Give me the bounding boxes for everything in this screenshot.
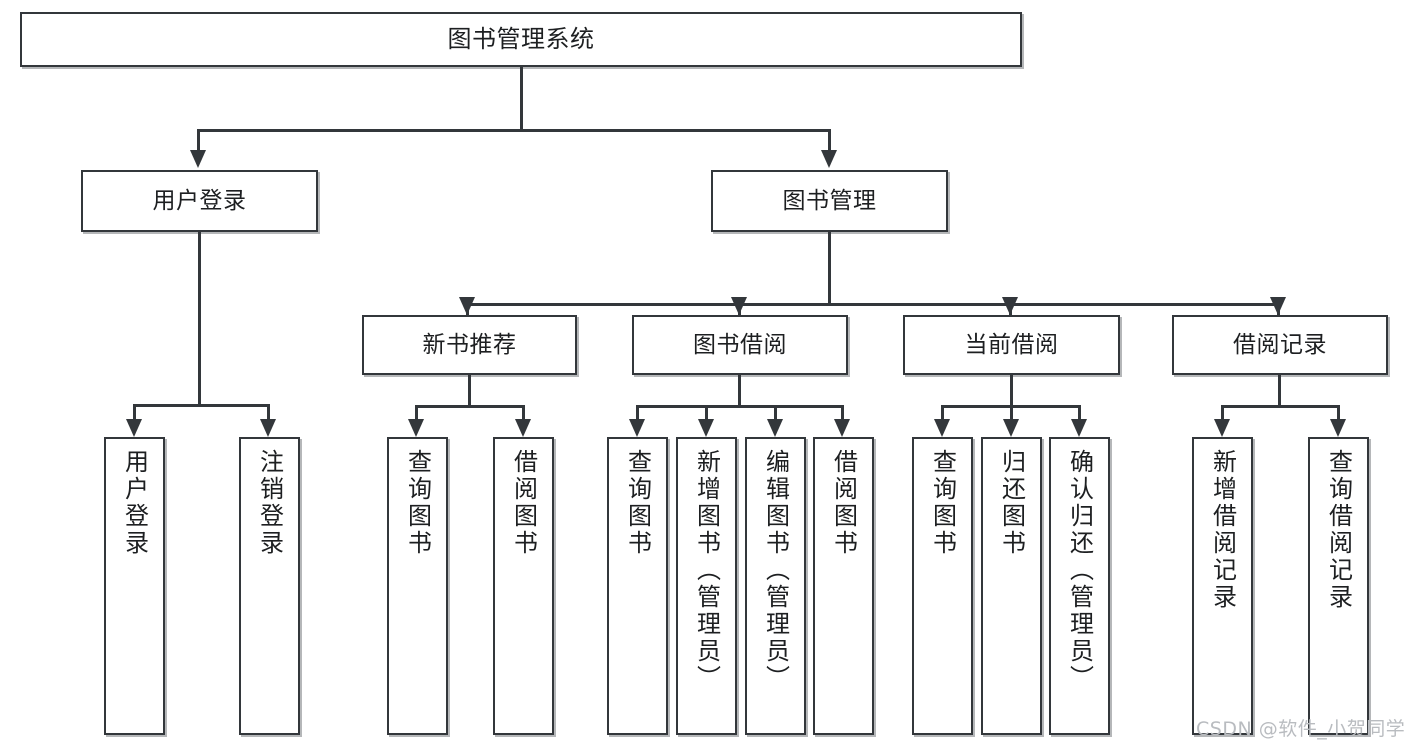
node-label: 查询借阅记录: [1324, 449, 1353, 611]
connector-borrow-record-stem: [1278, 375, 1281, 406]
arrow-to-leaf-query-book-2: [629, 419, 645, 437]
node-label: 用户登录: [152, 187, 247, 214]
arrow-to-leaf-query-record: [1330, 419, 1346, 437]
node-label: 用户登录: [120, 449, 149, 557]
connector-book-borrow-drop-1: [636, 405, 639, 420]
arrow-to-user-login: [190, 150, 206, 168]
arrow-to-leaf-logout: [260, 419, 276, 437]
node-book-borrow[interactable]: 图书借阅: [632, 315, 848, 375]
leaf-new-book-borrow-book[interactable]: 借阅图书: [493, 437, 554, 735]
node-label: 图书借阅: [693, 331, 787, 358]
connector-level2-drop-right: [828, 129, 831, 151]
leaf-user-login[interactable]: 用户登录: [104, 437, 165, 735]
leaf-current-borrow-return-book[interactable]: 归还图书: [981, 437, 1042, 735]
node-label: 当前借阅: [964, 331, 1059, 358]
connector-root-stem: [520, 67, 523, 130]
arrow-to-book-borrow: [731, 297, 747, 315]
connector-level2-bus: [197, 129, 831, 132]
arrow-to-current-borrow: [1002, 297, 1018, 315]
node-label: 新书推荐: [422, 331, 517, 358]
node-label: 注销登录: [255, 449, 284, 557]
arrow-to-borrow-record: [1270, 297, 1286, 315]
arrow-to-book-management: [821, 150, 837, 168]
arrow-to-leaf-add-record: [1214, 419, 1230, 437]
connector-new-book-drop-2: [522, 405, 525, 420]
arrow-to-new-book-recommend: [459, 297, 475, 315]
arrow-to-leaf-borrow-book-1: [515, 419, 531, 437]
connector-book-management-stem: [828, 232, 831, 304]
node-label: 借阅图书: [509, 449, 538, 557]
node-label: 图书管理: [782, 187, 877, 214]
connector-current-borrow-drop-3: [1078, 405, 1081, 420]
connector-book-borrow-stem: [738, 375, 741, 406]
arrow-to-leaf-query-book-1: [408, 419, 424, 437]
connector-current-borrow-drop-2: [1010, 405, 1013, 420]
connector-borrow-record-drop-2: [1337, 405, 1340, 420]
node-borrow-record[interactable]: 借阅记录: [1172, 315, 1388, 375]
node-label: 查询图书: [403, 449, 432, 557]
node-label: 新增图书（管理员）: [692, 449, 721, 692]
connector-user-login-drop-1: [133, 404, 136, 420]
connector-new-book-drop-1: [415, 405, 418, 420]
node-label: 查询图书: [623, 449, 652, 557]
leaf-borrow-record-query-record[interactable]: 查询借阅记录: [1308, 437, 1369, 735]
connector-level3-bus: [466, 303, 1280, 306]
connector-user-login-drop-2: [267, 404, 270, 420]
node-new-book-recommend[interactable]: 新书推荐: [362, 315, 577, 375]
leaf-logout[interactable]: 注销登录: [239, 437, 300, 735]
leaf-book-borrow-add-book[interactable]: 新增图书（管理员）: [676, 437, 737, 735]
connector-book-borrow-drop-2: [705, 405, 708, 420]
node-label: 确认归还（管理员）: [1065, 449, 1094, 692]
connector-borrow-record-drop-1: [1221, 405, 1224, 420]
leaf-current-borrow-confirm-return[interactable]: 确认归还（管理员）: [1049, 437, 1110, 735]
connector-user-login-stem: [198, 232, 201, 405]
connector-book-borrow-drop-4: [841, 405, 844, 420]
node-label: 图书管理系统: [447, 24, 595, 53]
arrow-to-leaf-borrow-book-2: [834, 419, 850, 437]
connector-new-book-stem: [468, 375, 471, 406]
connector-borrow-record-bus: [1221, 405, 1340, 408]
connector-current-borrow-stem: [1010, 375, 1013, 406]
csdn-watermark: CSDN @软件_小贺同学: [1196, 718, 1405, 740]
connector-current-borrow-drop-1: [941, 405, 944, 420]
connector-new-book-bus: [415, 405, 525, 408]
node-label: 新增借阅记录: [1208, 449, 1237, 611]
node-label: 借阅图书: [829, 449, 858, 557]
arrow-to-leaf-return-book: [1003, 419, 1019, 437]
node-label: 借阅记录: [1233, 331, 1327, 358]
node-label: 归还图书: [997, 449, 1026, 557]
leaf-current-borrow-query-book[interactable]: 查询图书: [912, 437, 973, 735]
leaf-book-borrow-query-book[interactable]: 查询图书: [607, 437, 668, 735]
leaf-new-book-query-book[interactable]: 查询图书: [387, 437, 448, 735]
arrow-to-leaf-edit-book: [767, 419, 783, 437]
connector-level2-drop-left: [197, 129, 200, 151]
connector-user-login-bus: [133, 404, 270, 407]
connector-book-borrow-bus: [636, 405, 844, 408]
node-book-management[interactable]: 图书管理: [711, 170, 948, 232]
arrow-to-leaf-confirm-return: [1071, 419, 1087, 437]
node-root-book-management-system[interactable]: 图书管理系统: [20, 12, 1022, 67]
arrow-to-leaf-user-login: [126, 419, 142, 437]
node-user-login[interactable]: 用户登录: [81, 170, 318, 232]
leaf-book-borrow-edit-book[interactable]: 编辑图书（管理员）: [745, 437, 806, 735]
node-label: 查询图书: [928, 449, 957, 557]
node-current-borrow[interactable]: 当前借阅: [903, 315, 1120, 375]
leaf-borrow-record-add-record[interactable]: 新增借阅记录: [1192, 437, 1253, 735]
arrow-to-leaf-add-book: [698, 419, 714, 437]
arrow-to-leaf-query-book-3: [934, 419, 950, 437]
leaf-book-borrow-borrow-book[interactable]: 借阅图书: [813, 437, 874, 735]
connector-book-borrow-drop-3: [774, 405, 777, 420]
node-label: 编辑图书（管理员）: [761, 449, 790, 692]
